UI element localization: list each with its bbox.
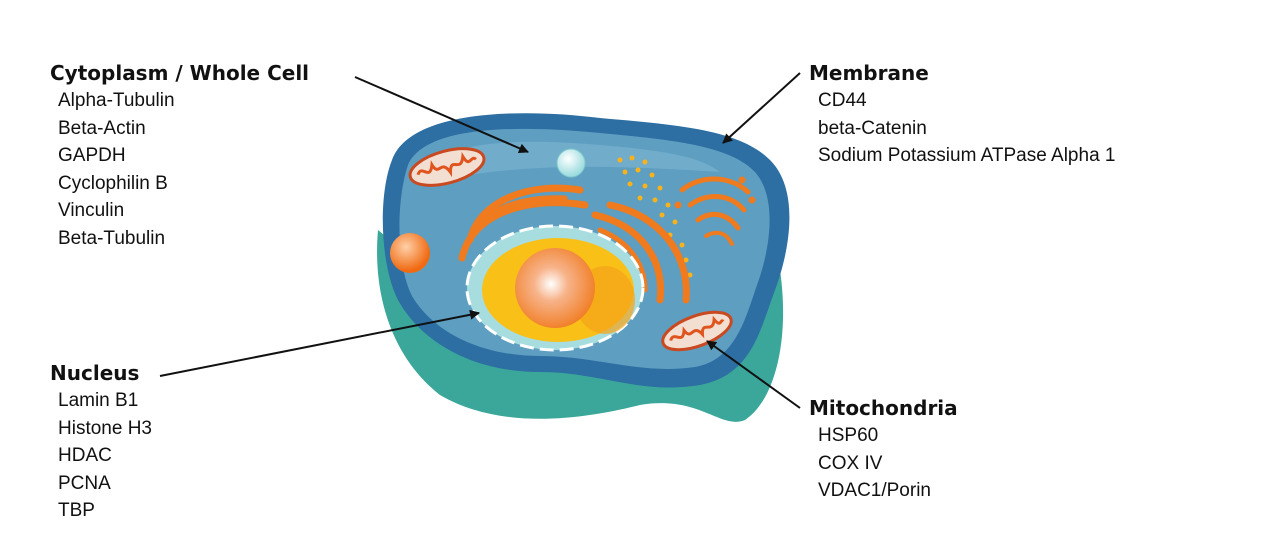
membrane-title: Membrane (809, 61, 929, 85)
golgi-apparatus (674, 176, 756, 246)
cytoplasm-marker: Beta-Tubulin (58, 227, 166, 249)
nucleus-marker: PCNA (58, 472, 111, 494)
cytoplasm-marker: GAPDH (58, 145, 126, 166)
cytoplasm-title: Cytoplasm / Whole Cell (50, 61, 310, 85)
endoplasmic-reticulum (458, 184, 690, 304)
mitochondria-title: Mitochondria (809, 396, 958, 420)
lysosome (390, 233, 430, 273)
ribosomes (617, 155, 693, 278)
mitochondria-marker: COX IV (818, 452, 883, 474)
nucleus (465, 224, 645, 352)
pointer-arrows (159, 72, 801, 409)
arrow-nucleus (159, 309, 480, 377)
mitochondria-marker: VDAC1/Porin (818, 480, 931, 501)
label-group-membrane: Membrane CD44 beta-Catenin Sodium Potass… (809, 61, 1115, 170)
membrane-marker: Sodium Potassium ATPase Alpha 1 (818, 145, 1116, 166)
mitochondria-marker-list: HSP60 COX IV VDAC1/Porin (809, 422, 958, 505)
cytoplasm-marker-list: Alpha-Tubulin Beta-Actin GAPDH Cyclophil… (50, 87, 309, 252)
nucleus-marker: Lamin B1 (58, 390, 139, 411)
membrane-marker: CD44 (818, 90, 867, 111)
mitochondria-marker: HSP60 (818, 425, 879, 446)
mitochondrion-lower (661, 310, 733, 352)
nucleus-title: Nucleus (50, 361, 140, 385)
label-group-nucleus: Nucleus Lamin B1 Histone H3 HDAC PCNA TB… (50, 361, 152, 525)
nucleus-marker: HDAC (58, 445, 112, 466)
cytoplasm-marker: Vinculin (58, 200, 125, 221)
cytoplasm-marker: Cyclophilin B (58, 172, 168, 194)
vesicle (556, 148, 586, 178)
arrow-cytoplasm (354, 76, 529, 154)
arrow-mitochondria (706, 340, 801, 409)
membrane-marker-list: CD44 beta-Catenin Sodium Potassium ATPas… (809, 87, 1115, 170)
membrane-marker: beta-Catenin (818, 117, 927, 139)
cytoplasm-marker: Alpha-Tubulin (58, 90, 175, 111)
label-group-mitochondria: Mitochondria HSP60 COX IV VDAC1/Porin (809, 396, 958, 505)
cytoplasm-marker: Beta-Actin (58, 117, 146, 139)
arrow-membrane (722, 72, 801, 144)
mitochondrion-upper (408, 147, 486, 187)
nucleus-marker-list: Lamin B1 Histone H3 HDAC PCNA TBP (50, 387, 152, 525)
label-group-cytoplasm: Cytoplasm / Whole Cell Alpha-Tubulin Bet… (50, 61, 309, 252)
nucleus-marker: TBP (58, 500, 95, 521)
nucleus-marker: Histone H3 (58, 417, 152, 439)
